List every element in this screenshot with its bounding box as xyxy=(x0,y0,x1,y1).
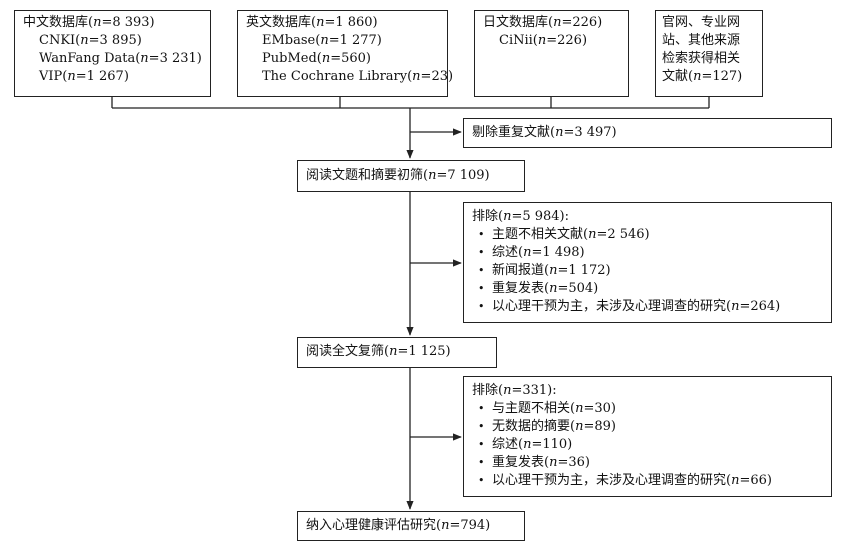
final-label: 纳入心理健康评估研究(n=794) xyxy=(306,518,491,533)
screen2-label: 阅读全文复筛(n=1 125) xyxy=(306,344,451,359)
screen1-box: 阅读文题和摘要初筛(n=7 109) xyxy=(297,160,525,192)
screen1-label: 阅读文题和摘要初筛(n=7 109) xyxy=(306,168,490,183)
exclude1-item: 重复发表(n=504) xyxy=(472,280,823,298)
source-other-line: 检索获得相关 xyxy=(662,51,741,66)
exclude1-item: 综述(n=1 498) xyxy=(472,244,823,262)
exclude2-box: 排除(n=331): 与主题不相关(n=30) 无数据的摘要(n=89) 综述(… xyxy=(463,376,832,497)
source-other-line: 官网、专业网 xyxy=(662,15,741,30)
exclude1-box: 排除(n=5 984): 主题不相关文献(n=2 546) 综述(n=1 498… xyxy=(463,202,832,323)
final-box: 纳入心理健康评估研究(n=794) xyxy=(297,511,525,541)
exclude2-item: 重复发表(n=36) xyxy=(472,454,823,472)
exclude1-item: 新闻报道(n=1 172) xyxy=(472,262,823,280)
source-japanese-box: 日文数据库(n=226) CiNii(n=226) xyxy=(474,10,629,97)
source-chinese-item: CNKI(n=3 895) xyxy=(39,33,142,48)
source-japanese-title: 日文数据库(n=226) xyxy=(483,15,603,30)
exclude1-item: 主题不相关文献(n=2 546) xyxy=(472,226,823,244)
source-other-line: 文献(n=127) xyxy=(662,69,743,84)
source-chinese-title: 中文数据库(n=8 393) xyxy=(23,15,155,30)
exclude1-item: 以心理干预为主，未涉及心理调查的研究(n=264) xyxy=(472,298,823,316)
source-english-title: 英文数据库(n=1 860) xyxy=(246,15,378,30)
exclude2-title: 排除(n=331): xyxy=(472,383,557,398)
source-english-box: 英文数据库(n=1 860) EMbase(n=1 277) PubMed(n=… xyxy=(237,10,454,97)
source-chinese-item: VIP(n=1 267) xyxy=(39,69,129,84)
source-chinese-box: 中文数据库(n=8 393) CNKI(n=3 895) WanFang Dat… xyxy=(14,10,211,97)
exclude1-title: 排除(n=5 984): xyxy=(472,209,570,224)
screen2-box: 阅读全文复筛(n=1 125) xyxy=(297,337,497,368)
source-english-item: EMbase(n=1 277) xyxy=(262,33,382,48)
source-other-line: 站、其他来源 xyxy=(662,33,741,48)
source-other-box: 官网、专业网 站、其他来源 检索获得相关 文献(n=127) xyxy=(655,10,763,97)
source-japanese-item: CiNii(n=226) xyxy=(499,33,588,48)
dedup-box: 剔除重复文献(n=3 497) xyxy=(463,118,832,148)
dedup-label: 剔除重复文献(n=3 497) xyxy=(472,125,617,140)
exclude2-item: 以心理干预为主，未涉及心理调查的研究(n=66) xyxy=(472,472,823,490)
source-chinese-item: WanFang Data(n=3 231) xyxy=(39,51,202,66)
exclude2-item: 综述(n=110) xyxy=(472,436,823,454)
exclude2-item: 无数据的摘要(n=89) xyxy=(472,418,823,436)
source-english-item: The Cochrane Library(n=23) xyxy=(262,69,454,84)
source-english-item: PubMed(n=560) xyxy=(262,51,371,66)
exclude2-item: 与主题不相关(n=30) xyxy=(472,400,823,418)
